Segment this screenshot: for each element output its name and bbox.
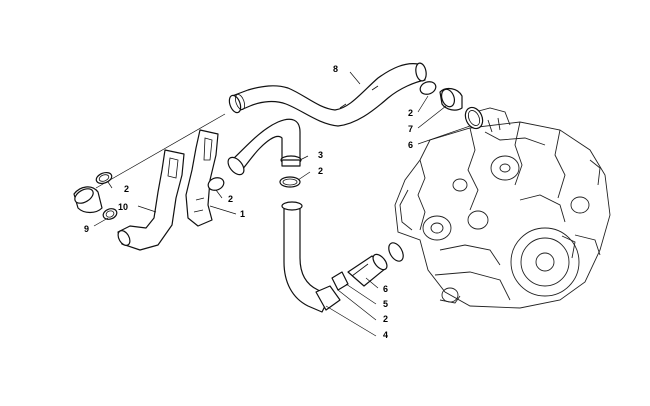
callouts: 8 2 2 10 1 9 3 2 6 5 2 4 2 7 6	[84, 64, 413, 340]
callout-8: 8	[333, 64, 338, 74]
bracket-part-10	[117, 149, 185, 251]
callout-2-upper-right: 2	[408, 108, 413, 118]
bracket-part-1	[185, 129, 219, 227]
engine-assembly	[394, 107, 611, 309]
callout-1: 1	[240, 209, 245, 219]
coupler-left	[73, 186, 103, 214]
callout-5: 5	[383, 299, 388, 309]
callout-2-mid: 2	[228, 194, 233, 204]
callout-6-upper: 6	[408, 140, 413, 150]
duct-part-5	[347, 253, 388, 287]
clamp-part-2-center	[279, 176, 301, 188]
clamp-left-bottom	[102, 208, 118, 220]
clamp-part-2-mid	[207, 177, 225, 191]
callout-2-left-top: 2	[124, 184, 129, 194]
callout-2-center: 2	[318, 166, 323, 176]
duct-part-3	[227, 118, 302, 176]
duct-upper-long	[228, 62, 427, 127]
callout-3: 3	[318, 150, 323, 160]
clamp-part-2-lower	[331, 271, 349, 291]
callout-4: 4	[383, 330, 388, 340]
clamp-part-6-upper	[464, 106, 484, 130]
callout-7: 7	[408, 124, 413, 134]
duct-part-4	[281, 201, 341, 313]
callout-9: 9	[84, 224, 89, 234]
coupler-part-7	[439, 87, 463, 111]
clamp-part-2-upper-right	[419, 81, 437, 95]
callout-2-lower: 2	[383, 314, 388, 324]
clamp-part-6-lower	[388, 242, 404, 262]
leader-lines	[93, 71, 471, 337]
callout-6-lower: 6	[383, 284, 388, 294]
callout-10: 10	[118, 202, 128, 212]
